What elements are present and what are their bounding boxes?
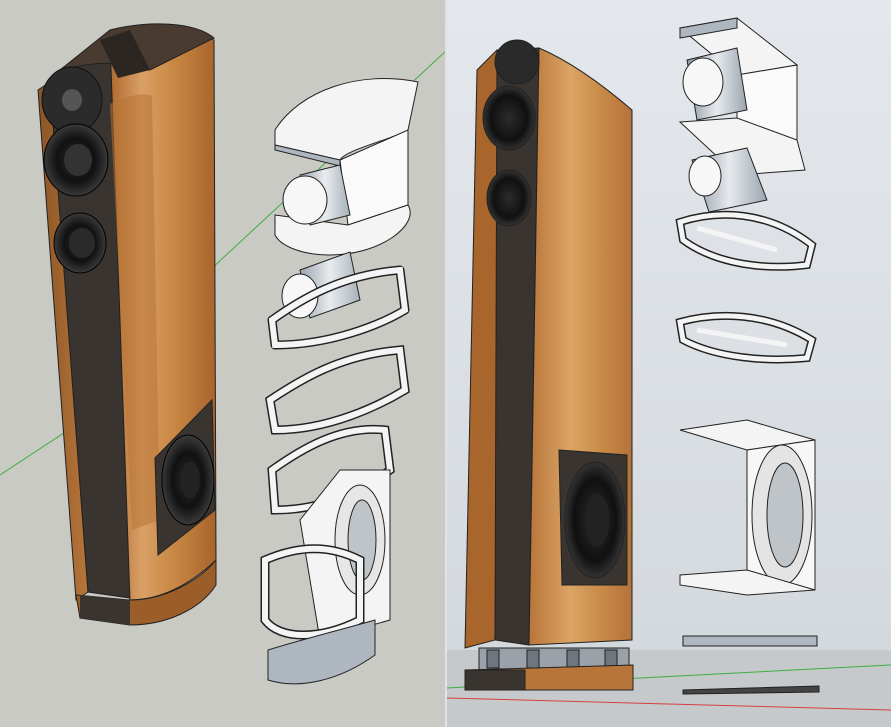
- mid-bass-right: [486, 169, 532, 227]
- tweeter-right: [494, 39, 540, 85]
- cap-part[interactable]: [274, 78, 419, 161]
- floor-plate-right: [682, 685, 820, 695]
- speaker-tower[interactable]: [37, 23, 217, 626]
- left-view-drawing: [0, 23, 447, 685]
- base-plate-part[interactable]: [267, 619, 376, 685]
- speaker-tower-right[interactable]: [464, 39, 634, 691]
- red-axis-right: [447, 697, 891, 711]
- right-view-panel[interactable]: [447, 0, 891, 727]
- base-plate-right[interactable]: [682, 635, 818, 647]
- left-view-panel[interactable]: [0, 0, 447, 727]
- midrange-right: [482, 85, 536, 151]
- right-view-drawing: [447, 0, 891, 727]
- exploded-parts-right[interactable]: [675, 17, 820, 695]
- exploded-parts-left[interactable]: [260, 78, 419, 685]
- panel-divider: [445, 0, 448, 727]
